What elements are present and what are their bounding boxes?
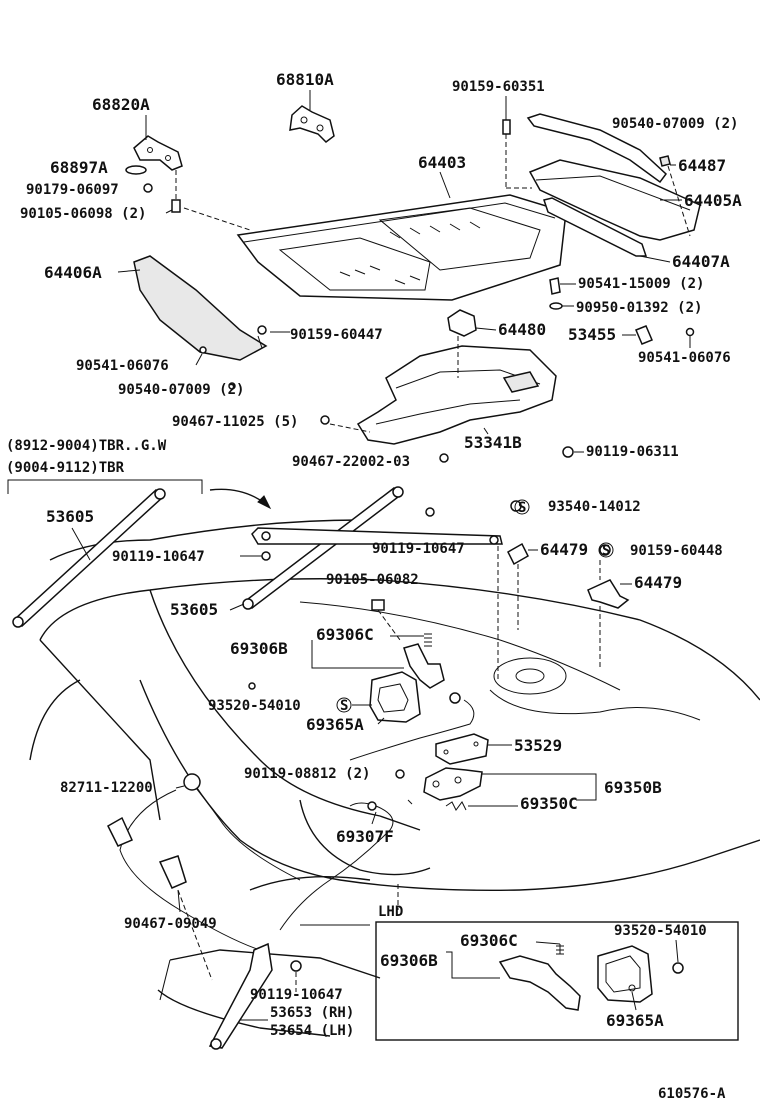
label-90159-448: 90159-60448 [630,543,723,559]
variant-note-1: (8912-9004)TBR..G.W [6,438,167,454]
trunk-lid-panel [236,194,567,301]
label-53529: 53529 [514,736,562,755]
inset-bracket-69306b [498,955,581,1011]
label-90105-098: 90105-06098 (2) [20,206,146,222]
inset-label-69365a: 69365A [606,1011,664,1030]
label-64479-b: 64479 [634,573,682,592]
label-90541-06076-l: 90541-06076 [76,358,169,374]
cover-69365a [369,671,421,723]
label-64480: 64480 [498,320,546,339]
label-53605-b: 53605 [170,600,218,619]
bracket-64480 [447,309,477,337]
inset-label-69306c: 69306C [460,931,518,950]
label-90540-bot: 90540-07009 (2) [118,382,244,398]
label-90541-15009: 90541-15009 (2) [578,276,704,292]
inset-detail: 69306C 69306B 93520-54010 69365A [375,921,739,1041]
variant-note-2: (9004-9112)TBR [6,460,125,476]
label-64479-a: 64479 [540,540,588,559]
bracket-64407a [543,197,648,257]
label-90119-10647-b: 90119-10647 [372,541,465,557]
label-53605-a: 53605 [46,507,94,526]
label-69350b: 69350B [604,778,662,797]
label-68820a: 68820A [92,95,150,114]
label-90541-06076-r: 90541-06076 [638,350,731,366]
label-69306c: 69306C [316,625,374,644]
brackets-64479 [507,500,630,670]
label-93540: 93540-14012 [548,499,641,515]
top-labels: 68810A 68820A 68897A 90179-06097 90105-0… [20,70,742,470]
label-64406a: 64406A [44,263,102,282]
label-90467-09049: 90467-09049 [124,916,217,932]
label-90540-top: 90540-07009 (2) [612,116,738,132]
label-s2: S [602,543,610,559]
variant-notes: (8912-9004)TBR..G.W (9004-9112)TBR [6,438,272,510]
label-90950: 90950-01392 (2) [576,300,702,316]
lock-assembly [107,599,597,981]
spoiler-64405a [528,159,701,241]
lock-69350b [423,767,483,801]
inset-label-93520: 93520-54010 [614,923,707,939]
trim-53341b [356,345,557,445]
label-90119-10647-a: 90119-10647 [112,549,205,565]
trim-64406a [133,255,268,361]
label-69306b: 69306B [230,639,288,658]
label-69307f: 69307F [336,827,394,846]
label-82711: 82711-12200 [60,780,153,796]
label-64405a: 64405A [684,191,742,210]
label-64403: 64403 [418,153,466,172]
label-53341b: 53341B [464,433,522,452]
strip-64487 [526,113,668,184]
label-53653: 53653 (RH) [270,1005,354,1021]
inset-frame [375,921,739,1041]
label-90159-447: 90159-60447 [290,327,383,343]
hinge-68810a [289,105,335,143]
label-90179: 90179-06097 [26,182,119,198]
label-69365a: 69365A [306,715,364,734]
label-64487: 64487 [678,156,726,175]
trunk-lid-assembly [125,105,701,463]
hinge-68820a [133,135,183,171]
stays-53653-53654 [208,942,302,1050]
label-90105-082: 90105-06082 [326,572,419,588]
cross-bar [251,527,503,545]
label-68897a: 68897A [50,158,108,177]
label-53654: 53654 (LH) [270,1023,354,1039]
label-s3: S [340,698,348,714]
label-90467-11025: 90467-11025 (5) [172,414,298,430]
label-lhd: LHD [378,904,403,920]
label-53455: 53455 [568,325,616,344]
label-68810a: 68810A [276,70,334,89]
label-93520-a: 93520-54010 [208,698,301,714]
label-90159-351: 90159-60351 [452,79,545,95]
inset-label-69306b: 69306B [380,951,438,970]
label-90467-22002: 90467-22002-03 [292,454,410,470]
label-90119-10647-c: 90119-10647 [250,987,343,1003]
label-s1: S [518,500,526,516]
striker-53529 [435,733,489,765]
label-90119-08812: 90119-08812 (2) [244,766,370,782]
bracket-69306b [403,643,445,689]
label-90119-06311: 90119-06311 [586,444,679,460]
label-64407a: 64407A [672,252,730,271]
diagram-reference-number: 610576-A [658,1086,726,1102]
middle-labels: 53605 93540-14012 S 90119-10647 90119-10… [46,499,723,1039]
label-69350c: 69350C [520,794,578,813]
